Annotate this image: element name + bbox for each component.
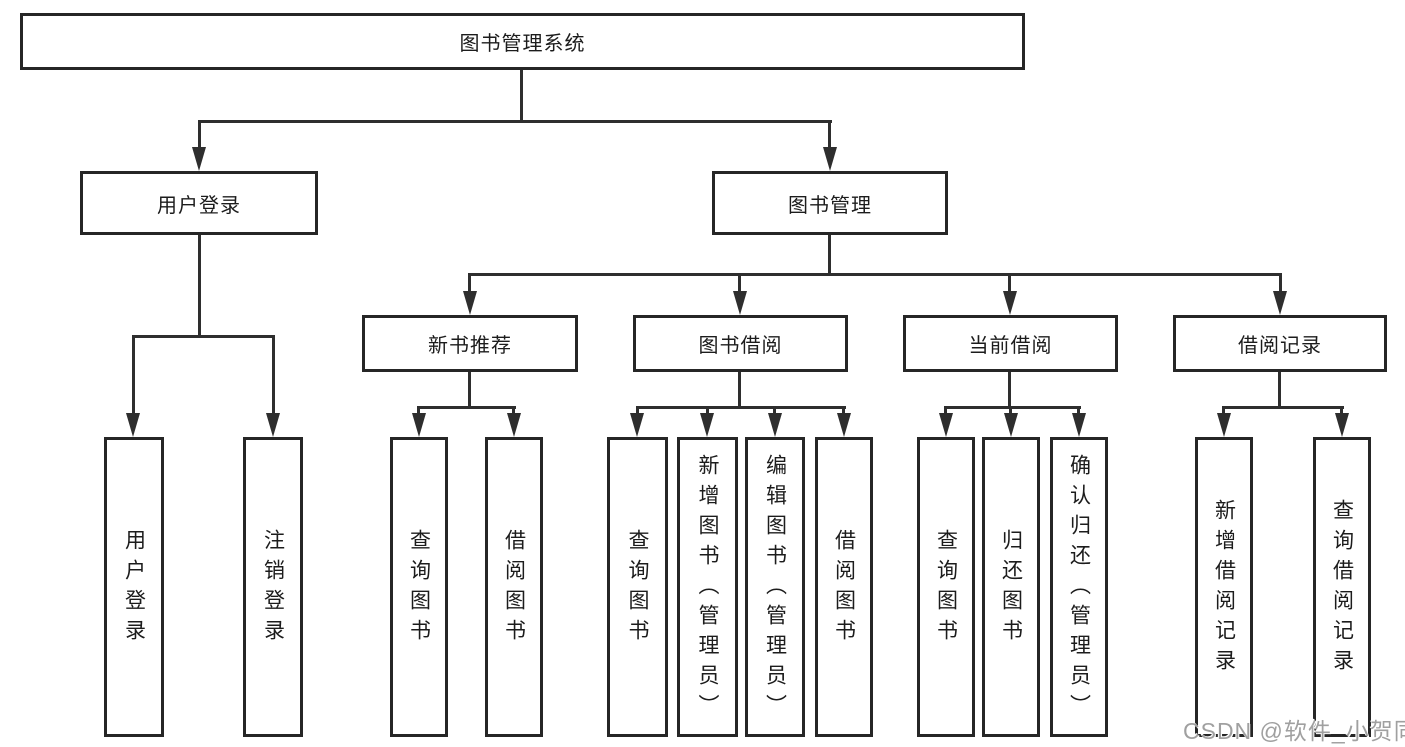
leaf-query-books-current: 查询图书 (917, 437, 975, 737)
connector-leafline (1222, 406, 1225, 418)
connector-recommend-stub (468, 372, 471, 408)
connector-leafline (944, 406, 947, 418)
connector-currentborrow-hbar (944, 406, 1081, 409)
leaf-query-borrow-record: 查询借阅记录 (1313, 437, 1371, 737)
connector-bookborrow-stub (738, 372, 741, 408)
node-user-login: 用户登录 (80, 171, 318, 235)
connector-to-currentborrow (1008, 273, 1011, 295)
connector-records-hbar (1222, 406, 1344, 409)
connector-recommend-hbar (417, 406, 516, 409)
connector-records-stub (1278, 372, 1281, 408)
arrowhead-down-icon (939, 413, 953, 437)
arrowhead-down-icon (630, 413, 644, 437)
connector-userlogin-hbar (132, 335, 274, 338)
leaf-add-borrow-record: 新增借阅记录 (1195, 437, 1253, 737)
connector-leafline (512, 406, 515, 418)
connector-leafline (706, 406, 709, 418)
leaf-user-login: 用户登录 (104, 437, 164, 737)
connector-root-to-bookmgmt (828, 120, 831, 150)
csdn-watermark: CSDN @软件_小贺同学 (1183, 718, 1405, 744)
arrowhead-down-icon (266, 413, 280, 437)
connector-root-hbar (198, 120, 832, 123)
connector-bookmgmt-stub (828, 235, 831, 275)
connector-currentborrow-stub (1008, 372, 1011, 408)
arrowhead-down-icon (192, 147, 206, 171)
arrowhead-down-icon (1004, 413, 1018, 437)
connector-leafline (1077, 406, 1080, 418)
leaf-return-books: 归还图书 (982, 437, 1040, 737)
connector-leafline (842, 406, 845, 418)
connector-to-bookborrow (738, 273, 741, 295)
leaf-query-books-borrow: 查询图书 (607, 437, 668, 737)
arrowhead-down-icon (412, 413, 426, 437)
connector-userlogin-stub (198, 235, 201, 335)
arrowhead-down-icon (463, 291, 477, 315)
connector-userlogin-to-leaf1 (132, 335, 135, 417)
node-root-system: 图书管理系统 (20, 13, 1025, 70)
connector-to-recommend (468, 273, 471, 295)
connector-bookborrow-hbar (636, 406, 846, 409)
leaf-edit-books-admin: 编辑图书（管理员） (745, 437, 805, 737)
leaf-logout: 注销登录 (243, 437, 303, 737)
connector-leafline (1009, 406, 1012, 418)
connector-leafline (636, 406, 639, 418)
connector-userlogin-to-leaf2 (272, 335, 275, 417)
arrowhead-down-icon (126, 413, 140, 437)
arrowhead-down-icon (823, 147, 837, 171)
connector-to-records (1279, 273, 1282, 295)
leaf-confirm-return-admin: 确认归还（管理员） (1050, 437, 1108, 737)
arrowhead-down-icon (700, 413, 714, 437)
connector-leafline (773, 406, 776, 418)
leaf-add-books-admin: 新增图书（管理员） (677, 437, 738, 737)
arrowhead-down-icon (507, 413, 521, 437)
node-new-book-recommend: 新书推荐 (362, 315, 578, 372)
arrowhead-down-icon (1273, 291, 1287, 315)
connector-root-stub (520, 70, 523, 120)
connector-leafline (1340, 406, 1343, 418)
leaf-borrow-books: 借阅图书 (815, 437, 873, 737)
connector-bookmgmt-hbar (468, 273, 1282, 276)
node-current-borrow: 当前借阅 (903, 315, 1118, 372)
arrowhead-down-icon (1335, 413, 1349, 437)
arrowhead-down-icon (1072, 413, 1086, 437)
arrowhead-down-icon (1003, 291, 1017, 315)
connector-leafline (417, 406, 420, 418)
arrowhead-down-icon (768, 413, 782, 437)
connector-root-to-userlogin (198, 120, 201, 150)
node-book-management: 图书管理 (712, 171, 948, 235)
leaf-borrow-books-recommend: 借阅图书 (485, 437, 543, 737)
arrowhead-down-icon (1217, 413, 1231, 437)
node-borrow-records: 借阅记录 (1173, 315, 1387, 372)
arrowhead-down-icon (733, 291, 747, 315)
leaf-query-books-recommend: 查询图书 (390, 437, 448, 737)
node-book-borrow: 图书借阅 (633, 315, 848, 372)
arrowhead-down-icon (837, 413, 851, 437)
